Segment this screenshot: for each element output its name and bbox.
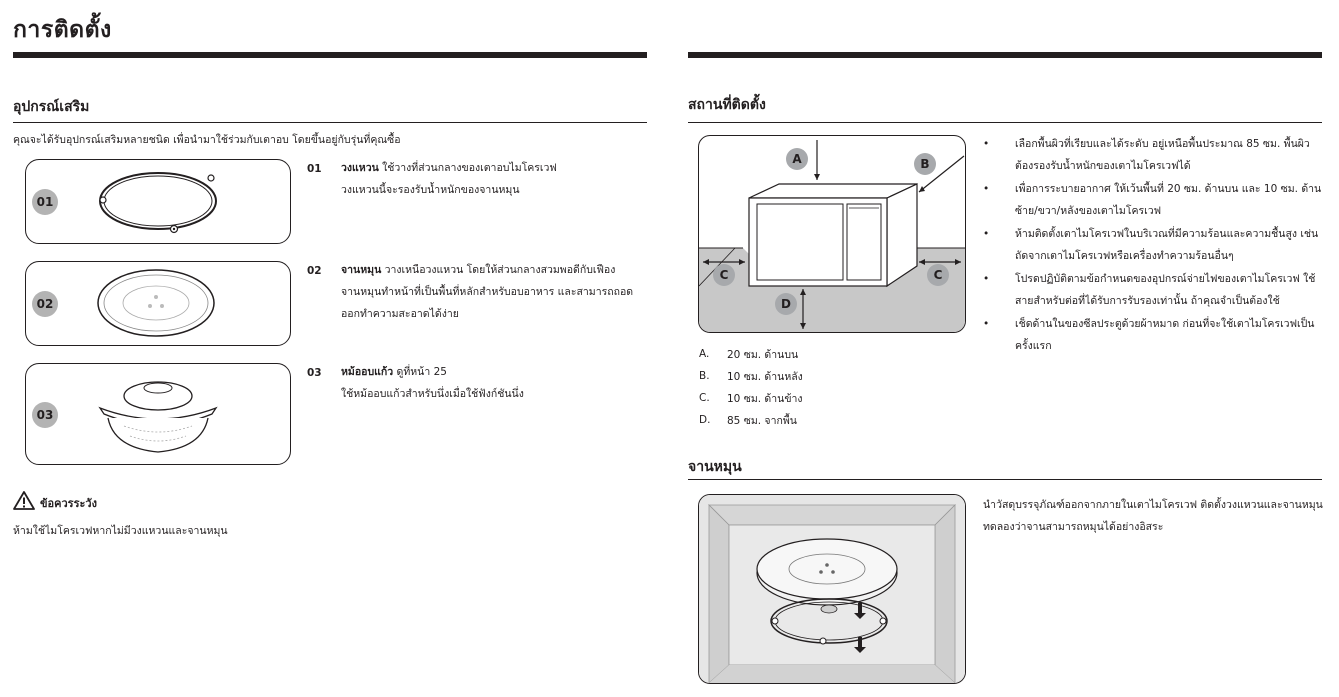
clearance-illustration [699,140,965,332]
item-description-ring: วงแหวน ใช้วางที่ส่วนกลางของเตาอบไมโครเวฟ… [341,157,641,201]
left-header-bar [13,52,647,58]
legend-key: C. [699,392,710,404]
list-item: เช็ดด้านในของซีลประตูด้วยผ้าหมาด ก่อนที่… [983,313,1328,357]
item-line: ใช้วางที่ส่วนกลางของเตาอบไมโครเวฟ [378,162,557,174]
clearance-legend: A. 20 ซม. ด้านบน B. 10 ซม. ด้านหลัง C. 10 ซ… [699,343,803,431]
list-item-line: ห้ามติดตั้งเตาไมโครเวฟในบริเวณที่มีความร… [1015,228,1319,240]
list-item: เพื่อการระบายอากาศ ให้เว้นพื้นที่ 20 ซม.… [983,178,1328,222]
list-item-line: โปรดปฏิบัติตามข้อกำหนดของอุปกรณ์จ่ายไฟขอ… [1015,273,1316,285]
list-item-line: เพื่อการระบายอากาศ ให้เว้นพื้นที่ 20 ซม.… [1015,183,1322,195]
glass-bowl-illustration [98,381,218,453]
accessory-card-ring: 01 [25,159,291,244]
item-name: หม้ออบแก้ว [341,366,394,378]
turntable-instructions: นำวัสดุบรรจุภัณฑ์ออกจากภายในเตาไมโครเวฟ … [983,494,1328,538]
item-line: ดูที่หน้า 25 [393,366,447,378]
accessory-card-glass-bowl: 03 [25,363,291,465]
list-item: โปรดปฏิบัติตามข้อกำหนดของอุปกรณ์จ่ายไฟขอ… [983,268,1328,312]
item-line: วงแหวนนี้จะรองรับน้ำหนักของจานหมุน [341,184,520,196]
turntable-install-illustration [699,495,965,683]
right-header-bar [688,52,1322,58]
legend-row: D. 85 ซม. จากพื้น [699,409,803,431]
list-item-line: ต้องรองรับน้ำหนักของเตาไมโครเวฟได้ [1015,160,1191,172]
item-description-turntable: จานหมุน วางเหนือวงแหวน โดยให้ส่วนกลางสวม… [341,259,641,325]
label-b: B [914,153,936,175]
item-description-glass-bowl: หม้ออบแก้ว ดูที่หน้า 25 ใช้หม้ออบแก้วสำห… [341,361,641,405]
turntable-rule [688,479,1322,480]
item-number: 03 [307,367,322,379]
item-line: จานหมุนทำหน้าที่เป็นพื้นที่หลักสำหรับอบอ… [341,286,634,298]
list-item-line: เลือกพื้นผิวที่เรียบและได้ระดับ อยู่เหนื… [1015,138,1310,150]
turntable-heading: จานหมุน [688,459,742,475]
accessories-heading: อุปกรณ์เสริม [13,99,90,115]
roller-ring-illustration [99,172,217,234]
legend-key: D. [699,414,711,426]
list-item-line: ครั้งแรก [1015,340,1052,352]
caution-text: ห้ามใช้ไมโครเวฟหากไม่มีวงแหวนและจานหมุน [13,525,228,537]
warning-icon [13,491,35,510]
clearance-diagram: A B C C D [698,135,966,333]
item-line: ใช้หม้ออบแก้วสำหรับนึ่งเมื่อใช้ฟังก์ชันน… [341,388,524,400]
item-line: วางเหนือวงแหวน โดยให้ส่วนกลางสวมพอดีกับเ… [381,264,616,276]
location-rule [688,122,1322,123]
list-item: เลือกพื้นผิวที่เรียบและได้ระดับ อยู่เหนื… [983,133,1328,177]
label-a: A [786,148,808,170]
list-item-line: เช็ดด้านในของซีลประตูด้วยผ้าหมาด ก่อนที่… [1015,318,1315,330]
location-requirements-list: เลือกพื้นผิวที่เรียบและได้ระดับ อยู่เหนื… [983,133,1328,358]
item-name: จานหมุน [341,264,382,276]
accessories-intro: คุณจะได้รับอุปกรณ์เสริมหลายชนิด เพื่อนำม… [13,134,401,146]
turntable-instruction-line: ทดลองว่าจานสามารถหมุนได้อย่างอิสระ [983,521,1164,533]
turntable-instruction-line: นำวัสดุบรรจุภัณฑ์ออกจากภายในเตาไมโครเวฟ … [983,499,1323,511]
page-title: การติดตั้ง [13,17,112,43]
item-number: 02 [307,265,322,277]
legend-key: A. [699,348,710,360]
legend-row: A. 20 ซม. ด้านบน [699,343,803,365]
label-d: D [775,293,797,315]
item-line: ออกทำความสะอาดได้ง่าย [341,308,459,320]
legend-text: 10 ซม. ด้านหลัง [727,370,803,383]
item-number: 01 [307,163,322,175]
legend-key: B. [699,370,710,382]
caution-title: ข้อควรระวัง [40,497,97,510]
turntable-plate-illustration [97,269,215,337]
legend-text: 20 ซม. ด้านบน [727,348,799,361]
list-item: ห้ามติดตั้งเตาไมโครเวฟในบริเวณที่มีความร… [983,223,1328,267]
list-item-line: ซ้าย/ขวา/หลังของเตาไมโครเวฟ [1015,205,1162,217]
label-c-right: C [927,264,949,286]
legend-row: C. 10 ซม. ด้านข้าง [699,387,803,409]
accessory-card-turntable: 02 [25,261,291,346]
accessory-badge: 03 [32,402,58,428]
accessory-badge: 02 [32,291,58,317]
legend-text: 10 ซม. ด้านข้าง [727,392,803,405]
legend-row: B. 10 ซม. ด้านหลัง [699,365,803,387]
legend-text: 85 ซม. จากพื้น [727,414,797,427]
location-heading: สถานที่ติดตั้ง [688,97,766,113]
accessories-rule [13,122,647,123]
label-c-left: C [713,264,735,286]
list-item-line: สายสำหรับต่อที่ได้รับการรับรองเท่านั้น ถ… [1015,295,1280,307]
accessory-badge: 01 [32,189,58,215]
list-item-line: ถัดจากเตาไมโครเวฟหรือเครื่องทำความร้อนอื… [1015,250,1234,262]
item-name: วงแหวน [341,162,379,174]
turntable-install-diagram [698,494,966,684]
